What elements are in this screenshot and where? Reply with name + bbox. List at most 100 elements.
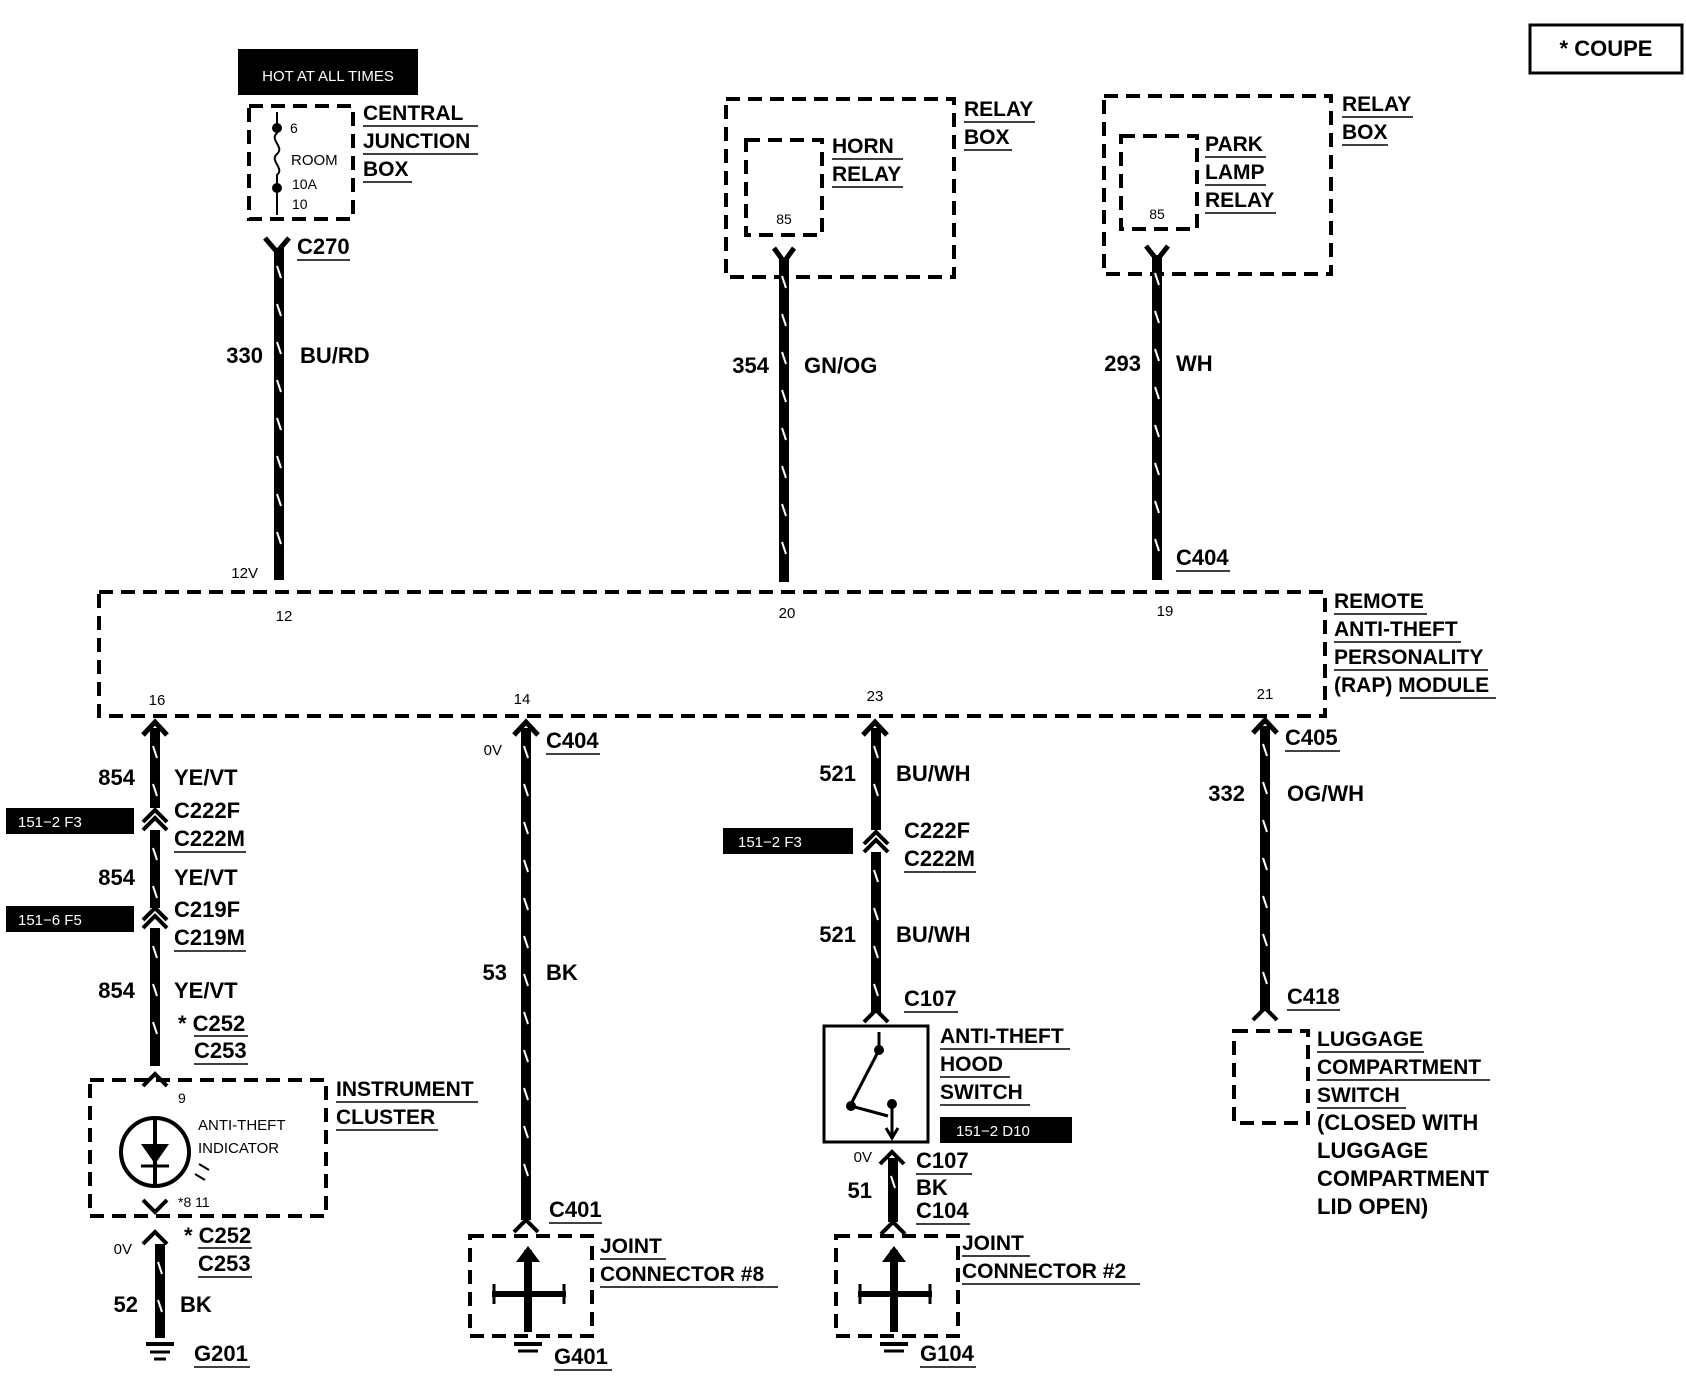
wire-tick-mark (276, 265, 282, 279)
joint-8-title-1: JOINT (600, 1235, 662, 1258)
c219f-label: C219F (174, 897, 240, 922)
park-lamp-relay (1119, 134, 1199, 231)
c401-label: C401 (549, 1197, 602, 1222)
c405-label: C405 (1285, 725, 1338, 750)
g104-label: G104 (920, 1341, 975, 1366)
wire-53-color: BK (546, 960, 578, 985)
c222m-label: C222M (174, 826, 245, 851)
wire-tick-mark (523, 1087, 529, 1101)
cluster-bottom-pin-icon (141, 1198, 169, 1215)
module-pin-16: 16 (149, 692, 166, 709)
module-title-2: ANTI-THEFT (1334, 618, 1458, 641)
luggage-compartment-switch (1232, 1029, 1310, 1125)
wire-tick-mark (276, 455, 282, 469)
c401-connector-icon (512, 1217, 540, 1234)
wire-tick-mark (152, 983, 158, 997)
wire-521-a-circuit: 521 (819, 761, 856, 786)
module-pin-20: 20 (779, 605, 796, 622)
wire-tick-mark (523, 935, 529, 949)
c104-label: C104 (916, 1198, 969, 1223)
wire-tick-mark (276, 303, 282, 317)
col3-module-connector-icon (861, 718, 889, 737)
module-pin-23: 23 (867, 688, 884, 705)
voltage-12v: 12V (231, 565, 258, 582)
col1-module-connector-icon (141, 718, 169, 737)
wire-tick-mark (1262, 743, 1268, 757)
wire-tick-mark (781, 465, 787, 479)
rap-module (97, 590, 1327, 718)
wire-tick-mark (873, 869, 879, 883)
hood-switch-title-1: ANTI-THEFT (940, 1025, 1064, 1048)
module-pin-21: 21 (1257, 686, 1274, 703)
c418-label: C418 (1287, 984, 1340, 1009)
switch-lever-icon (849, 1049, 881, 1105)
horn-relay-pin: 85 (776, 211, 792, 227)
module-pin-19: 19 (1157, 603, 1174, 620)
wire-854-b-circuit: 854 (98, 865, 135, 890)
wire-tick-mark (152, 885, 158, 899)
wire-tick-mark (873, 945, 879, 959)
wire-293-color: WH (1176, 351, 1213, 376)
wire-330-circuit: 330 (226, 343, 263, 368)
wire-tick-mark (1154, 500, 1160, 514)
c107-bottom-label: C107 (916, 1148, 969, 1173)
c253-label-b: C253 (198, 1251, 251, 1276)
central-junction-box (247, 104, 355, 221)
wire-tick-mark (523, 897, 529, 911)
g401-label: G401 (554, 1344, 608, 1369)
wire-tick-mark (1154, 462, 1160, 476)
park-relay-title-1: PARK (1205, 133, 1263, 156)
module-pin-14: 14 (514, 691, 531, 708)
joint-2-title-2: CONNECTOR #2 (962, 1260, 1126, 1283)
wire-52-circuit: 52 (114, 1292, 138, 1317)
horn-relay-title-1: HORN (832, 135, 894, 158)
c252-label-b: * C252 (184, 1223, 251, 1248)
col3-voltage: 0V (854, 1149, 872, 1166)
c107-connector-icon-b (878, 1149, 906, 1166)
horn-relay-box-title-1: RELAY (964, 98, 1033, 121)
wire-tick-mark (157, 1261, 163, 1275)
wire-293-circuit: 293 (1104, 351, 1141, 376)
wire-854-c-color: YE/VT (174, 978, 238, 1003)
col2-module-connector-icon (512, 718, 540, 737)
wire-tick-mark (523, 973, 529, 987)
indicator-label-1: ANTI-THEFT (198, 1117, 286, 1134)
wire-tick-mark (1262, 781, 1268, 795)
wire-tick-mark (873, 983, 879, 997)
cjb-pin-bottom: 10 (292, 196, 308, 212)
wire-tick-mark (781, 275, 787, 289)
col1-ref1-badge (6, 808, 134, 834)
c107-connector-icon-a (862, 1007, 890, 1024)
horn-relay-box-title-2: BOX (964, 126, 1010, 149)
wire-tick-mark (523, 1163, 529, 1177)
col2-c404-label: C404 (546, 728, 599, 753)
wire-854-a-circuit: 854 (98, 765, 135, 790)
wire-tick-mark (873, 907, 879, 921)
hot-at-all-times-label: HOT AT ALL TIMES (262, 68, 394, 85)
fuse-name: ROOM (291, 152, 338, 169)
joint-8-title-2: CONNECTOR #8 (600, 1263, 764, 1286)
cluster-pin-bottom: *8 11 (178, 1194, 210, 1210)
park-relay-pin: 85 (1149, 206, 1165, 222)
wire-tick-mark (523, 1125, 529, 1139)
wire-tick-mark (1262, 819, 1268, 833)
g201-label: G201 (194, 1341, 248, 1366)
legend-box (1528, 23, 1684, 75)
park-relay-title-3: RELAY (1205, 189, 1274, 212)
wire-tick-mark (276, 493, 282, 507)
wire-tick-mark (523, 1011, 529, 1025)
col1-voltage: 0V (114, 1241, 132, 1258)
wire-854-b-color: YE/VT (174, 865, 238, 890)
wire-tick-mark (523, 1049, 529, 1063)
c104-connector-icon (879, 1219, 907, 1236)
wire-354-circuit: 354 (732, 353, 769, 378)
c219-connector-icon (141, 905, 169, 930)
wire-521-b-color: BU/WH (896, 922, 971, 947)
wire-tick-mark (152, 1021, 158, 1035)
wire-tick-mark (1154, 272, 1160, 286)
wire-52-color: BK (180, 1292, 212, 1317)
col3-ref2-badge (940, 1117, 1072, 1143)
c107-top-label: C107 (904, 986, 957, 1011)
c253-label-a: C253 (194, 1038, 247, 1063)
cjb-title-1: CENTRAL (363, 102, 463, 125)
